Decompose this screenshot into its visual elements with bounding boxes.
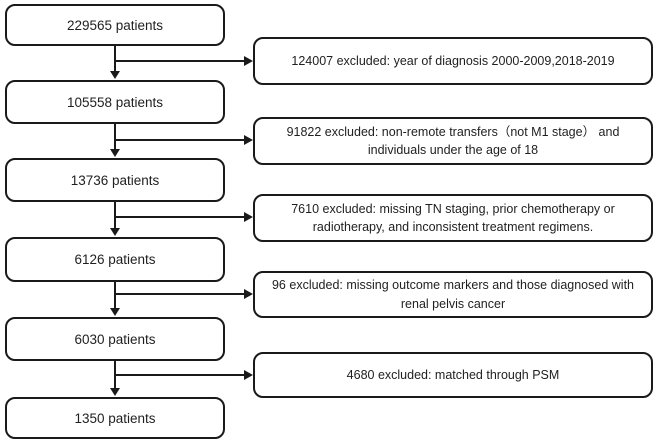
excluded-box-4-label: 96 excluded: missing outcome markers and… (271, 278, 634, 311)
patients-box-3: 13736 patients (5, 158, 225, 202)
arrow-right-icon-4 (244, 289, 253, 299)
arrow-down-icon-5 (110, 388, 120, 396)
patients-box-2: 105558 patients (5, 80, 225, 124)
flow-line-right-2 (115, 139, 245, 141)
excluded-box-3: 7610 excluded: missing TN staging, prior… (253, 194, 653, 242)
excluded-box-4: 96 excluded: missing outcome markers and… (253, 271, 653, 318)
excluded-box-1-label: 124007 excluded: year of diagnosis 2000-… (291, 53, 615, 68)
excluded-box-3-label: 7610 excluded: missing TN staging, prior… (291, 201, 615, 234)
arrow-down-icon-2 (110, 149, 120, 157)
arrow-down-icon-3 (110, 228, 120, 236)
arrow-right-icon-2 (244, 135, 253, 145)
arrow-right-icon-1 (244, 56, 253, 66)
patients-box-1: 229565 patients (5, 4, 225, 46)
excluded-box-5-label: 4680 excluded: matched through PSM (346, 367, 560, 382)
flow-line-right-4 (115, 293, 245, 295)
patients-box-4: 6126 patients (5, 237, 225, 282)
excluded-box-2-label: 91822 excluded: non-remote transfers（not… (286, 124, 620, 157)
patients-box-1-label: 229565 patients (66, 17, 164, 33)
flow-line-down-1 (114, 46, 116, 72)
patients-box-4-label: 6126 patients (74, 252, 156, 267)
excluded-box-2: 91822 excluded: non-remote transfers（not… (253, 117, 653, 165)
patients-box-2-label: 105558 patients (66, 94, 164, 110)
excluded-box-1: 124007 excluded: year of diagnosis 2000-… (253, 37, 653, 85)
flow-line-down-2 (114, 124, 116, 150)
arrow-right-icon-5 (244, 370, 253, 380)
flow-line-right-5 (115, 374, 245, 376)
excluded-box-5: 4680 excluded: matched through PSM (253, 352, 653, 398)
flow-line-down-3 (114, 202, 116, 229)
patients-box-6: 1350 patients (5, 397, 225, 439)
flow-line-down-4 (114, 282, 116, 309)
patients-box-5: 6030 patients (5, 317, 225, 361)
arrow-down-icon-1 (110, 71, 120, 79)
arrow-right-icon-3 (244, 212, 253, 222)
patients-box-5-label: 6030 patients (74, 331, 156, 347)
arrow-down-icon-4 (110, 308, 120, 316)
patients-box-6-label: 1350 patients (74, 410, 156, 426)
patients-box-3-label: 13736 patients (70, 172, 160, 188)
flow-line-right-1 (115, 60, 245, 62)
flow-line-right-3 (115, 216, 245, 218)
